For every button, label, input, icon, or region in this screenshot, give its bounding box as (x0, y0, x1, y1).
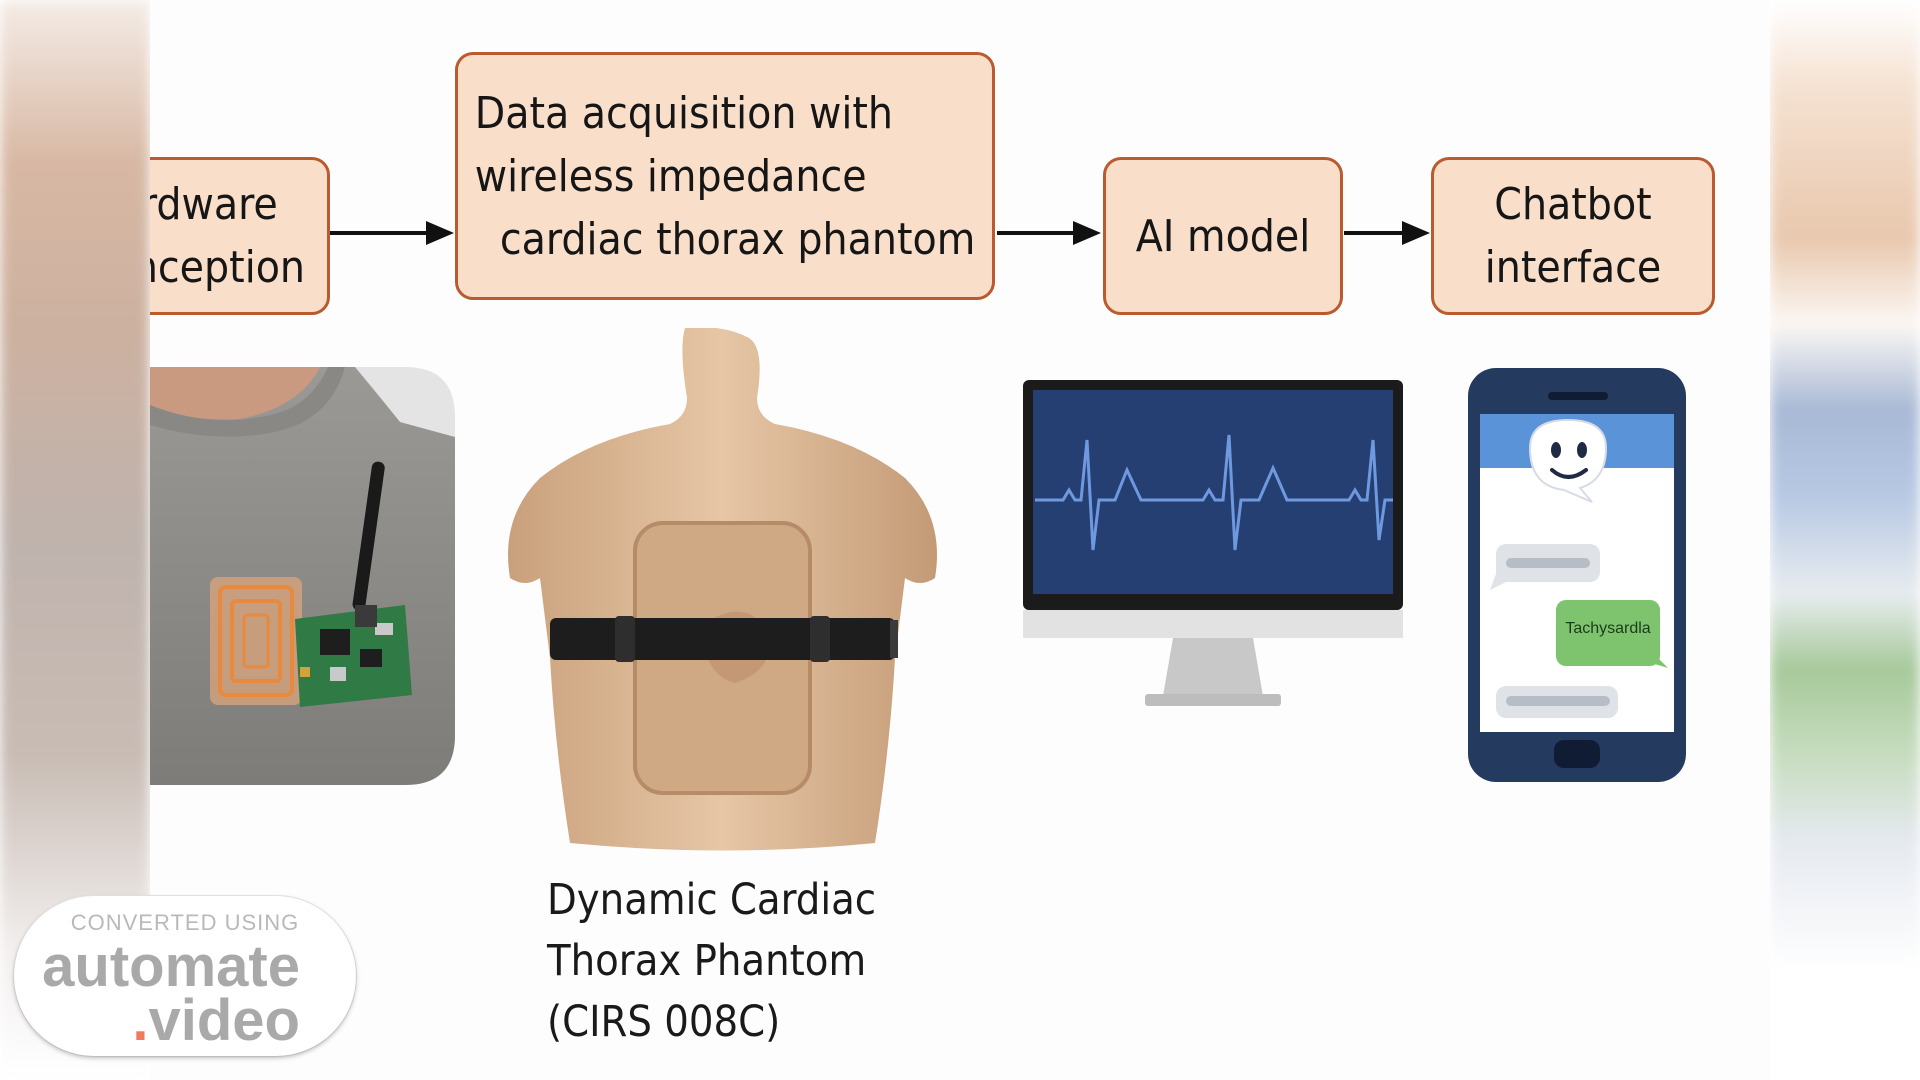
watermark-top-text: CONVERTED USING (70, 910, 300, 935)
wearable-sensor-photo (150, 367, 455, 785)
ecg-monitor (1023, 380, 1403, 706)
watermark-badge: CONVERTED USING automate .video (14, 896, 356, 1056)
chatbot-phone (1468, 368, 1686, 782)
step-label: Chatbot interface (1484, 179, 1662, 293)
step-ai-model: AI model (1103, 157, 1343, 315)
step-chatbot-interface: Chatbot interface (1431, 157, 1715, 315)
chat-reply-bubble-text: Tachysardla (1565, 620, 1651, 637)
arrow-hardware-to-acquisition (330, 221, 454, 245)
slide: Hardware conception Data acquisition wit… (150, 0, 1770, 1080)
watermark-line2: video (148, 988, 301, 1053)
bot-face-icon (1528, 418, 1608, 503)
wireless-sensor-board (210, 461, 412, 707)
watermark-line2-wrap: .video (132, 992, 300, 1050)
thorax-phantom (508, 328, 937, 851)
watermark-dot: . (132, 988, 149, 1053)
step-label: Data acquisition with wireless impedance… (474, 87, 976, 265)
arrow-ai-to-chatbot (1344, 221, 1430, 245)
blurred-right-margin (1770, 0, 1920, 1080)
phantom-caption: Dynamic Cardiac Thorax Phantom (CIRS 008… (547, 875, 877, 1047)
step-hardware-conception: Hardware conception (150, 157, 330, 315)
step-label: AI model (1135, 210, 1311, 262)
step-label: Hardware conception (150, 179, 305, 293)
step-data-acquisition: Data acquisition with wireless impedance… (455, 52, 995, 300)
arrow-acquisition-to-ai (997, 221, 1101, 245)
watermark-line1: automate (42, 934, 300, 999)
